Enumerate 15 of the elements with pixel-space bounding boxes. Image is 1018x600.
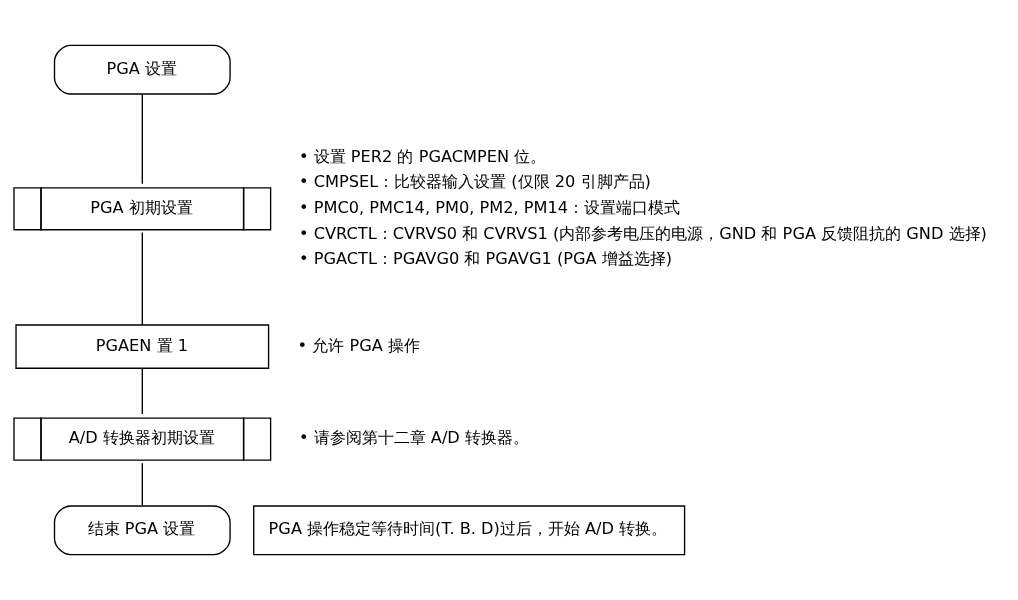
node-label: • 设置 PER2 的 PGACMPEN 位。: [298, 146, 547, 166]
connector: [141, 367, 143, 415]
node-label: • CVRCTL：CVRVS0 和 CVRVS1 (内部参考电压的电源，GND 和 PGA 反馈阻抗的 GND 选择): [298, 223, 987, 243]
node-label: • 请参阅第十二章 A/D 转换器。: [298, 428, 529, 448]
node-box: PGA 操作稳定等待时间(T. B. D)过后，开始 A/D 转换。: [253, 505, 686, 556]
node-label: • PGACTL：PGAVG0 和 PGAVG1 (PGA 增益选择): [298, 249, 673, 269]
node-label: • 允许 PGA 操作: [297, 336, 420, 356]
connector: [141, 231, 143, 326]
node-label: • CMPSEL：比较器输入设置 (仅限 20 引脚产品): [298, 172, 651, 192]
connector: [141, 462, 143, 507]
node-box: PGAEN 置 1: [15, 324, 270, 369]
node-box: 结束 PGA 设置: [53, 505, 231, 556]
node-label: • PMC0, PMC14, PM0, PM2, PM14：设置端口模式: [298, 198, 681, 218]
node-box: PGA 设置: [53, 44, 231, 95]
connector: [141, 93, 143, 185]
